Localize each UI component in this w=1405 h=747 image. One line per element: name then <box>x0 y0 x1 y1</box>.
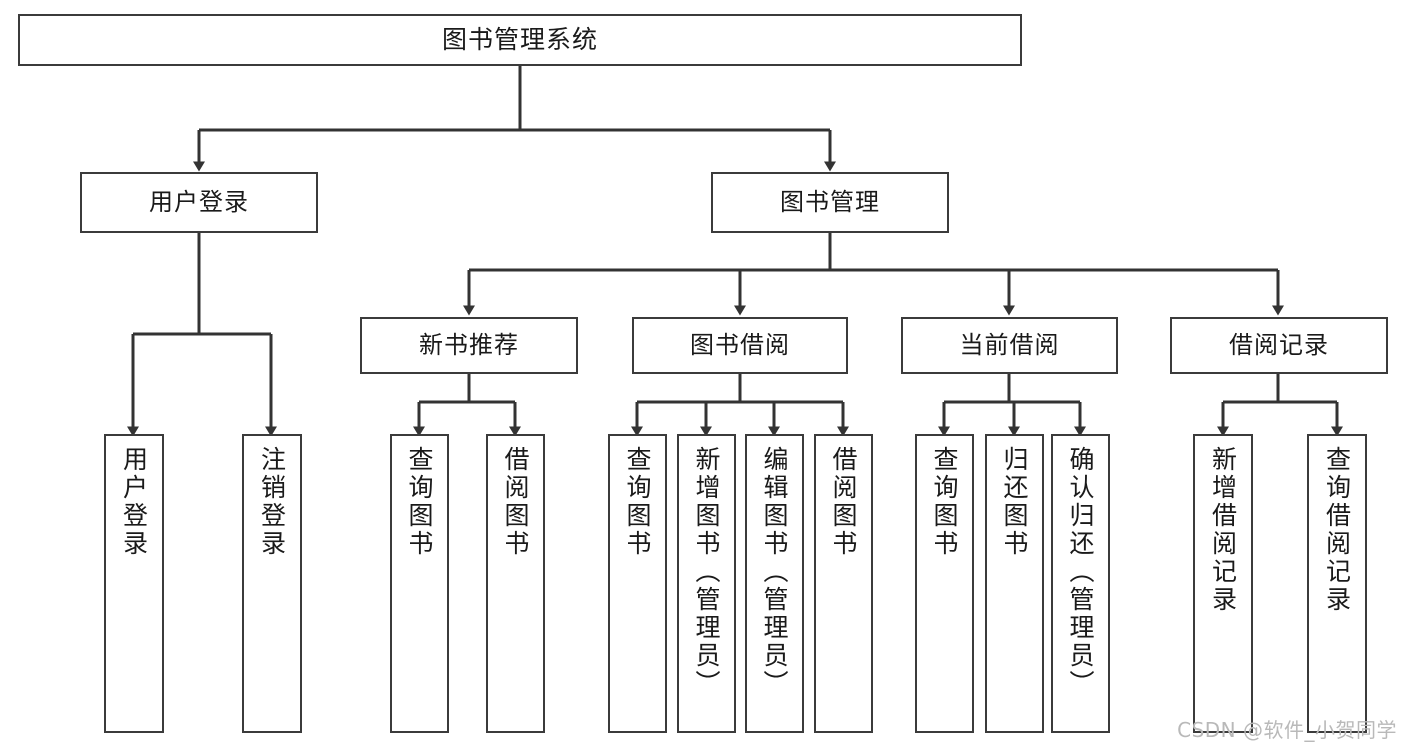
node-label: 用户登录 <box>119 446 149 558</box>
node-label: 借阅图书 <box>829 446 858 558</box>
node-label: 新书推荐 <box>419 331 519 360</box>
node-label: 归还图书 <box>1000 446 1029 558</box>
leaf-return-book[interactable]: 归还图书 <box>985 434 1044 733</box>
node-borrow-record[interactable]: 借阅记录 <box>1170 317 1388 374</box>
node-user-login[interactable]: 用户登录 <box>80 172 318 233</box>
leaf-query-book-current[interactable]: 查询图书 <box>915 434 974 733</box>
node-label: 编辑图书（管理员） <box>760 446 789 698</box>
leaf-borrow-book-borrow[interactable]: 借阅图书 <box>814 434 873 733</box>
node-new-book-recommend[interactable]: 新书推荐 <box>360 317 578 374</box>
node-root-book-management-system[interactable]: 图书管理系统 <box>18 14 1022 66</box>
leaf-query-book-borrow[interactable]: 查询图书 <box>608 434 667 733</box>
node-label: 查询图书 <box>930 446 959 558</box>
node-label: 注销登录 <box>257 446 287 558</box>
node-label: 借阅记录 <box>1229 331 1329 360</box>
node-label: 用户登录 <box>149 188 249 217</box>
leaf-query-book-recommend[interactable]: 查询图书 <box>390 434 449 733</box>
node-label: 查询借阅记录 <box>1322 446 1352 614</box>
node-label: 查询图书 <box>623 446 652 558</box>
leaf-confirm-return-admin[interactable]: 确认归还（管理员） <box>1051 434 1110 733</box>
node-current-borrow[interactable]: 当前借阅 <box>901 317 1118 374</box>
leaf-add-book-admin[interactable]: 新增图书（管理员） <box>677 434 736 733</box>
node-book-borrow[interactable]: 图书借阅 <box>632 317 848 374</box>
node-label: 图书管理系统 <box>441 25 598 55</box>
node-label: 图书管理 <box>780 188 880 217</box>
node-book-management[interactable]: 图书管理 <box>711 172 949 233</box>
watermark-text: CSDN @软件_小贺同学 <box>1177 718 1397 742</box>
node-label: 确认归还（管理员） <box>1066 446 1095 698</box>
node-label: 查询图书 <box>405 446 434 558</box>
leaf-query-borrow-record[interactable]: 查询借阅记录 <box>1307 434 1367 733</box>
node-label: 当前借阅 <box>959 331 1060 360</box>
node-label: 新增图书（管理员） <box>692 446 721 698</box>
leaf-user-login[interactable]: 用户登录 <box>104 434 164 733</box>
node-label: 借阅图书 <box>501 446 530 558</box>
leaf-edit-book-admin[interactable]: 编辑图书（管理员） <box>745 434 804 733</box>
node-label: 新增借阅记录 <box>1208 446 1238 614</box>
leaf-logout-login[interactable]: 注销登录 <box>242 434 302 733</box>
leaf-add-borrow-record[interactable]: 新增借阅记录 <box>1193 434 1253 733</box>
node-label: 图书借阅 <box>690 331 790 360</box>
leaf-borrow-book-recommend[interactable]: 借阅图书 <box>486 434 545 733</box>
